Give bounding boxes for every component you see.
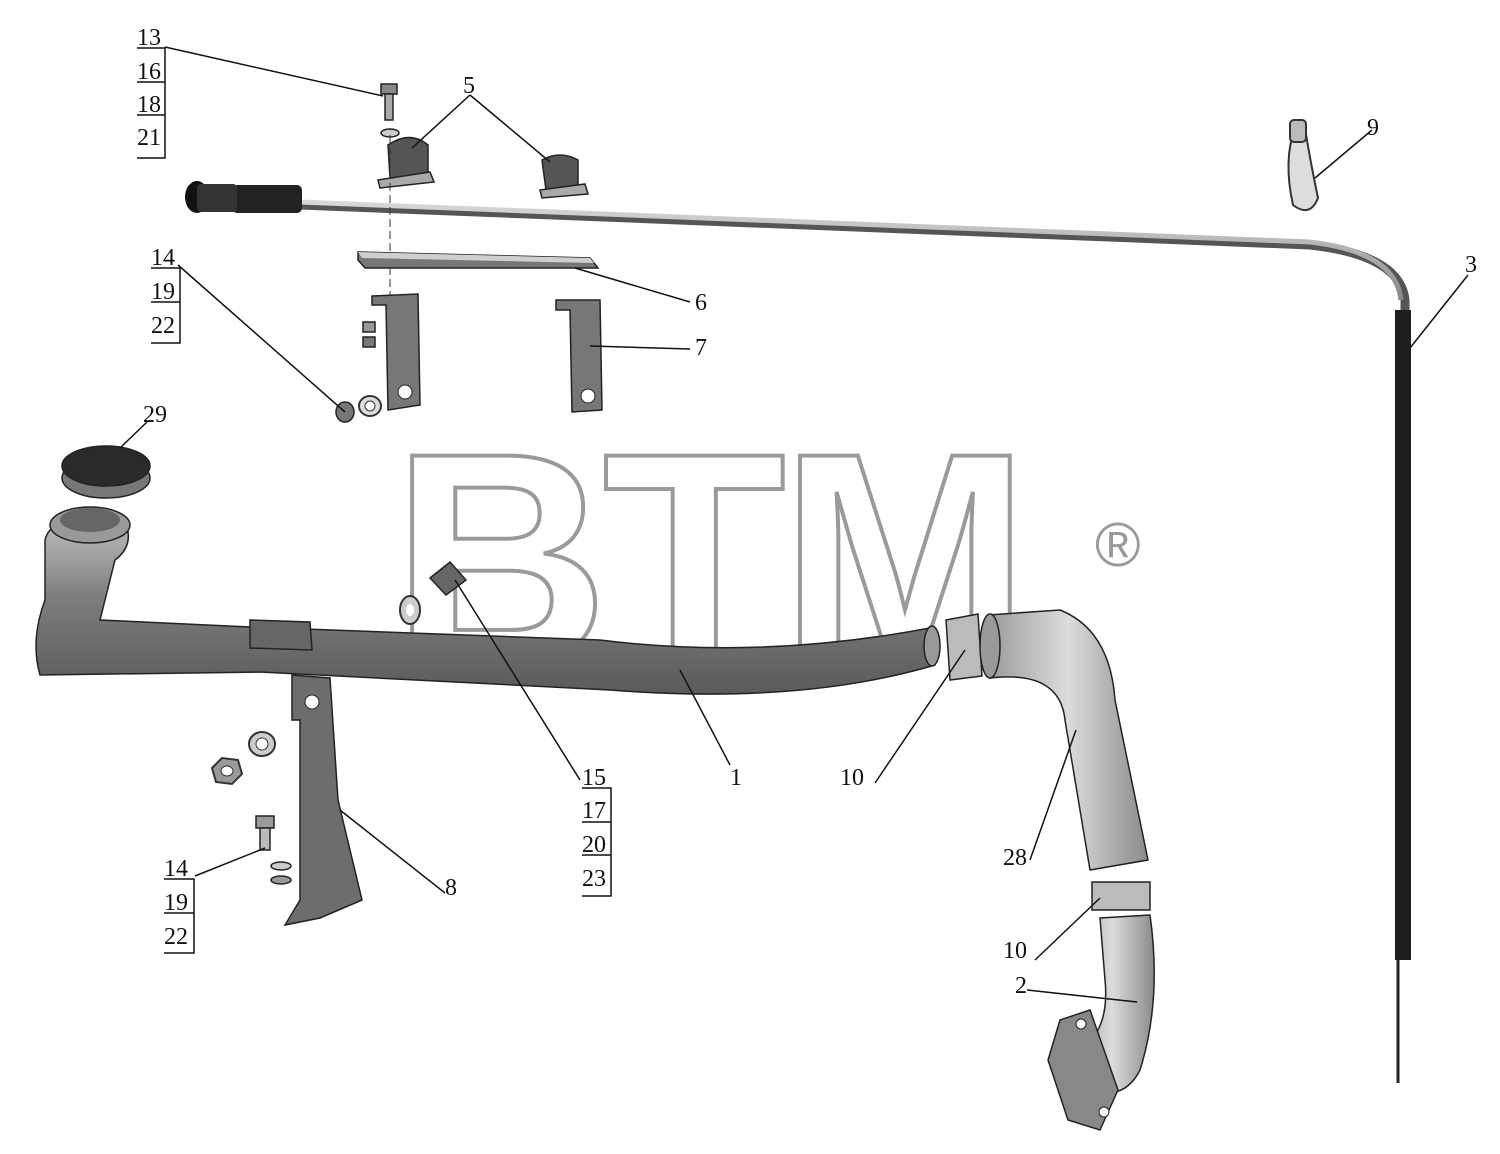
part-14-bolt-upper — [335, 395, 382, 423]
part-28-hose — [979, 609, 1149, 871]
callout-2: 2 — [1015, 973, 1027, 999]
part-2-elbow — [1047, 914, 1155, 1131]
callout-18: 18 — [137, 92, 161, 118]
part-1-main-pipe — [35, 506, 941, 695]
part-13-bolt — [380, 83, 400, 320]
callout-15: 15 — [582, 765, 606, 791]
callout-5: 5 — [463, 73, 475, 99]
callout-14-lower-group: 14 19 22 — [164, 856, 195, 954]
callout-14-lower: 14 — [164, 856, 188, 882]
callout-22-lower: 22 — [164, 924, 188, 950]
part-3-dipstick — [185, 181, 1411, 1083]
callout-21: 21 — [137, 125, 161, 151]
callout-16: 16 — [137, 59, 161, 85]
callout-8: 8 — [445, 875, 457, 901]
nuts-washers-lower — [210, 731, 292, 885]
part-10-clamps — [945, 613, 1151, 911]
callout-17: 17 — [582, 798, 606, 824]
callout-9: 9 — [1367, 115, 1379, 141]
callout-28: 28 — [1003, 845, 1027, 871]
callout-15-group: 15 17 20 23 — [582, 765, 612, 897]
callout-22-upper: 22 — [151, 313, 175, 339]
part-5-clips — [377, 136, 589, 199]
callout-20: 20 — [582, 832, 606, 858]
part-29-cap — [61, 445, 151, 499]
callout-14-upper: 14 — [151, 245, 175, 271]
part-6-plate — [357, 251, 600, 269]
callout-14-upper-group: 14 19 22 — [151, 245, 181, 344]
part-8-bracket — [283, 674, 363, 927]
callout-23: 23 — [582, 866, 606, 892]
callout-10-upper: 10 — [840, 765, 864, 791]
part-7-brackets — [362, 293, 603, 413]
leader-lines — [119, 46, 1469, 1003]
callout-3: 3 — [1465, 252, 1477, 278]
callout-13-group: 13 16 18 21 — [137, 25, 166, 159]
part-15-bolt — [399, 560, 468, 625]
callout-13: 13 — [137, 25, 161, 51]
dipstick-sleeve — [1395, 310, 1411, 960]
callout-19-upper: 19 — [151, 279, 175, 305]
watermark-registered-mark: ® — [1095, 511, 1141, 580]
callout-1: 1 — [730, 765, 742, 791]
callout-10-lower: 10 — [1003, 938, 1027, 964]
callout-29: 29 — [143, 402, 167, 428]
callout-6: 6 — [695, 290, 707, 316]
callout-7: 7 — [695, 335, 707, 361]
dipstick-handle — [232, 185, 302, 213]
callout-19-lower: 19 — [164, 890, 188, 916]
part-9-clamp-tie — [1287, 119, 1320, 212]
